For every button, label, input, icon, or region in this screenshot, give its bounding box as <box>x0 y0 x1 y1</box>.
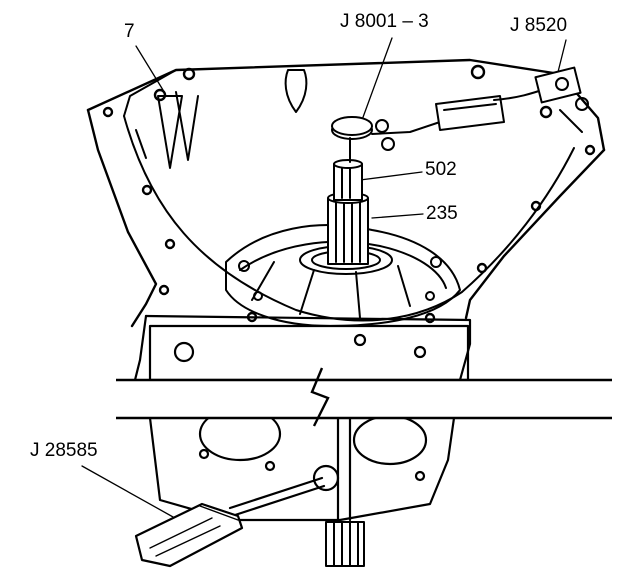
input-shaft <box>327 192 369 265</box>
transmission-case-housing <box>86 58 606 328</box>
dial-indicator-tool <box>331 116 441 163</box>
indicator-holder-tool <box>435 66 589 133</box>
callout-dial-indicator-j8001: J 8001 – 3 <box>340 11 429 32</box>
break-band <box>110 367 614 427</box>
turbine-shaft <box>333 159 363 201</box>
leader-lines <box>81 37 567 523</box>
screwdriver-tool <box>134 476 326 568</box>
callout-screwdriver-j28585: J 28585 <box>30 440 98 461</box>
lower-case <box>132 314 472 522</box>
callout-item-7: 7 <box>124 21 135 42</box>
output-shaft <box>325 521 365 567</box>
callout-item-502: 502 <box>425 159 457 180</box>
dowel-pins <box>135 69 308 169</box>
callout-item-235: 235 <box>426 203 458 224</box>
callout-holder-j8520: J 8520 <box>510 15 568 36</box>
